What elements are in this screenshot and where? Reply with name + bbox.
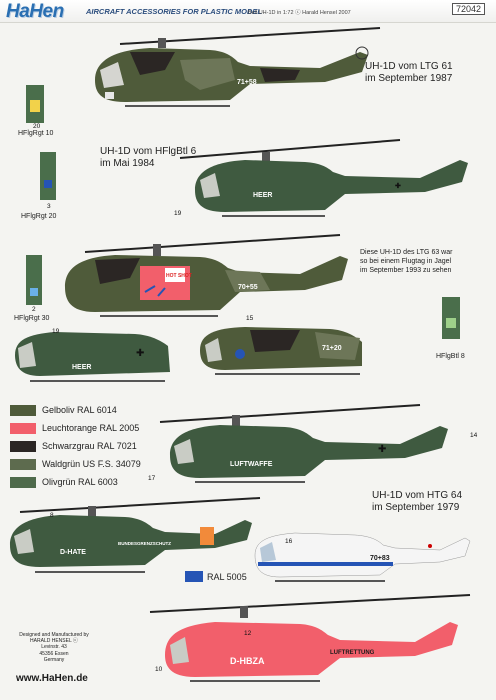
legend-swatch (10, 422, 36, 434)
brand-logo: HaHen (6, 1, 64, 22)
tag-label-hflgrgt10: HFlgRgt 10 (18, 130, 54, 137)
legend-label: Olivgrün RAL 6003 (42, 477, 118, 487)
serial-marking-3: 71+20 (322, 345, 342, 352)
footer-line1: Designed and Manufactured by (19, 632, 89, 638)
legend-row: Olivgrün RAL 6003 (10, 474, 141, 490)
num-19b: 19 (52, 328, 60, 335)
num-17: 17 (148, 475, 156, 482)
tag-hflgrgt20 (40, 152, 56, 200)
swatch-ral5005 (185, 571, 203, 582)
website-link[interactable]: www.HaHen.de (16, 673, 88, 684)
footer-address: Designed and Manufactured by HARALD HENS… (14, 632, 94, 663)
caption-htg64-line1: UH-1D vom HTG 64 (372, 490, 463, 501)
helicopter-white-blue: 70+83 (254, 532, 471, 582)
num-2: 2 (32, 306, 36, 313)
serial-marking-2: 70+55 (238, 284, 258, 291)
tag-label-hflgbtl8: HFlgBtl 8 (436, 353, 465, 360)
caption-ltg61-line1: UH-1D vom LTG 61 (365, 61, 453, 72)
caption-ltg63-line3: im September 1993 zu sehen (360, 267, 452, 274)
svg-text:✚: ✚ (378, 444, 386, 455)
caption-hflgbtl6-line2: im Mai 1984 (100, 158, 155, 169)
legend-row: Schwarzgrau RAL 7021 (10, 438, 141, 454)
helicopter-ltg63: HOT SHOT 70+55 (65, 234, 348, 317)
dhate-marking: D-HATE (60, 549, 86, 556)
header-credit: Bell UH-1D in 1:72 ⓒ Harald Hensel 2007 (248, 10, 351, 16)
catalog-number: 72042 (452, 3, 486, 15)
serial-marking-1: 71+58 (237, 79, 257, 86)
num-20: 20 (33, 123, 41, 130)
helicopter-ltg61: 71+58 (95, 27, 381, 107)
caption-ltg61-line2: im September 1987 (365, 73, 453, 84)
helicopter-luftwaffe: LUFTWAFFE ✚ (159, 404, 448, 483)
helicopter-bgs: D-HATE BUNDESGRENZSCHUTZ (10, 497, 261, 573)
label-ral5005: RAL 5005 (207, 572, 247, 582)
caption-hflgbtl6: UH-1D vom HFlgBtl 6 im Mai 1984 (100, 146, 196, 170)
num-16: 16 (285, 538, 293, 545)
num-8: 8 (50, 512, 54, 519)
footer-line2: HARALD HENSEL ⓒ (30, 638, 78, 645)
num-15: 15 (246, 315, 254, 322)
caption-htg64: UH-1D vom HTG 64 im September 1979 (372, 490, 462, 514)
caption-ltg63-line1: Diese UH-1D des LTG 63 war (360, 249, 453, 256)
legend-swatch (10, 458, 36, 470)
legend-row: Waldgrün US F.S. 34079 (10, 456, 141, 472)
tag-label-hflgrgt30: HFlgRgt 30 (14, 315, 50, 322)
bgs-marking: BUNDESGRENZSCHUTZ (118, 541, 171, 546)
heer-marking: HEER (253, 192, 272, 199)
legend-swatch (10, 404, 36, 416)
tag-label-hflgrgt20: HFlgRgt 20 (21, 213, 57, 220)
caption-hflgbtl6-line1: UH-1D vom HFlgBtl 6 (100, 146, 197, 157)
header-subtitle: AIRCRAFT ACCESSORIES FOR PLASTIC MODEL (86, 7, 262, 16)
num-10: 10 (155, 666, 163, 673)
footer-line5: Germany (43, 656, 65, 663)
luftrettung-marking: LUFTRETTUNG (330, 650, 375, 656)
tag-hflgrgt10 (26, 85, 44, 123)
luftwaffe-marking: LUFTWAFFE (230, 461, 273, 468)
num-12: 12 (244, 630, 252, 637)
svg-text:✚: ✚ (136, 348, 144, 359)
legend-label: Waldgrün US F.S. 34079 (42, 459, 141, 469)
serial-marking-4: 70+83 (370, 555, 390, 562)
helicopter-hflgbtl6: HEER ✚ (179, 139, 468, 217)
num-19a: 19 (174, 210, 182, 217)
footer-line4: 45356 Essen (39, 650, 69, 657)
helicopter-camo-fuselage: 71+20 (200, 327, 362, 375)
tag-hflgbtl8 (442, 297, 460, 339)
caption-ltg61: UH-1D vom LTG 61 im September 1987 (365, 61, 453, 85)
footer-line3: Levinstr. 43 (41, 644, 67, 651)
header-bar (0, 0, 496, 23)
svg-text:✚: ✚ (395, 182, 401, 190)
legend-row: Gelboliv RAL 6014 (10, 402, 141, 418)
legend-swatch (10, 440, 36, 452)
legend-label: Gelboliv RAL 6014 (42, 405, 117, 415)
helicopter-heer-fuselage: HEER ✚ (15, 332, 170, 382)
dhbza-marking: D-HBZA (230, 656, 265, 666)
legend-row: Leuchtorange RAL 2005 (10, 420, 141, 436)
legend-label: Schwarzgrau RAL 7021 (42, 441, 137, 451)
legend-swatch (10, 476, 36, 488)
tag-hflgrgt30 (26, 255, 42, 305)
num-14: 14 (470, 432, 478, 439)
hot-shot-marking: HOT SHOT (166, 273, 192, 279)
caption-ltg63-line2: so bei einem Flugtag in Jagel (360, 258, 452, 265)
caption-htg64-line2: im September 1979 (372, 502, 460, 513)
heer-marking-2: HEER (72, 364, 91, 371)
legend-label: Leuchtorange RAL 2005 (42, 423, 140, 433)
helicopter-luftrettung: D-HBZA LUFTRETTUNG (149, 594, 471, 682)
num-3: 3 (47, 203, 51, 210)
caption-ltg63: Diese UH-1D des LTG 63 war so bei einem … (360, 248, 452, 275)
